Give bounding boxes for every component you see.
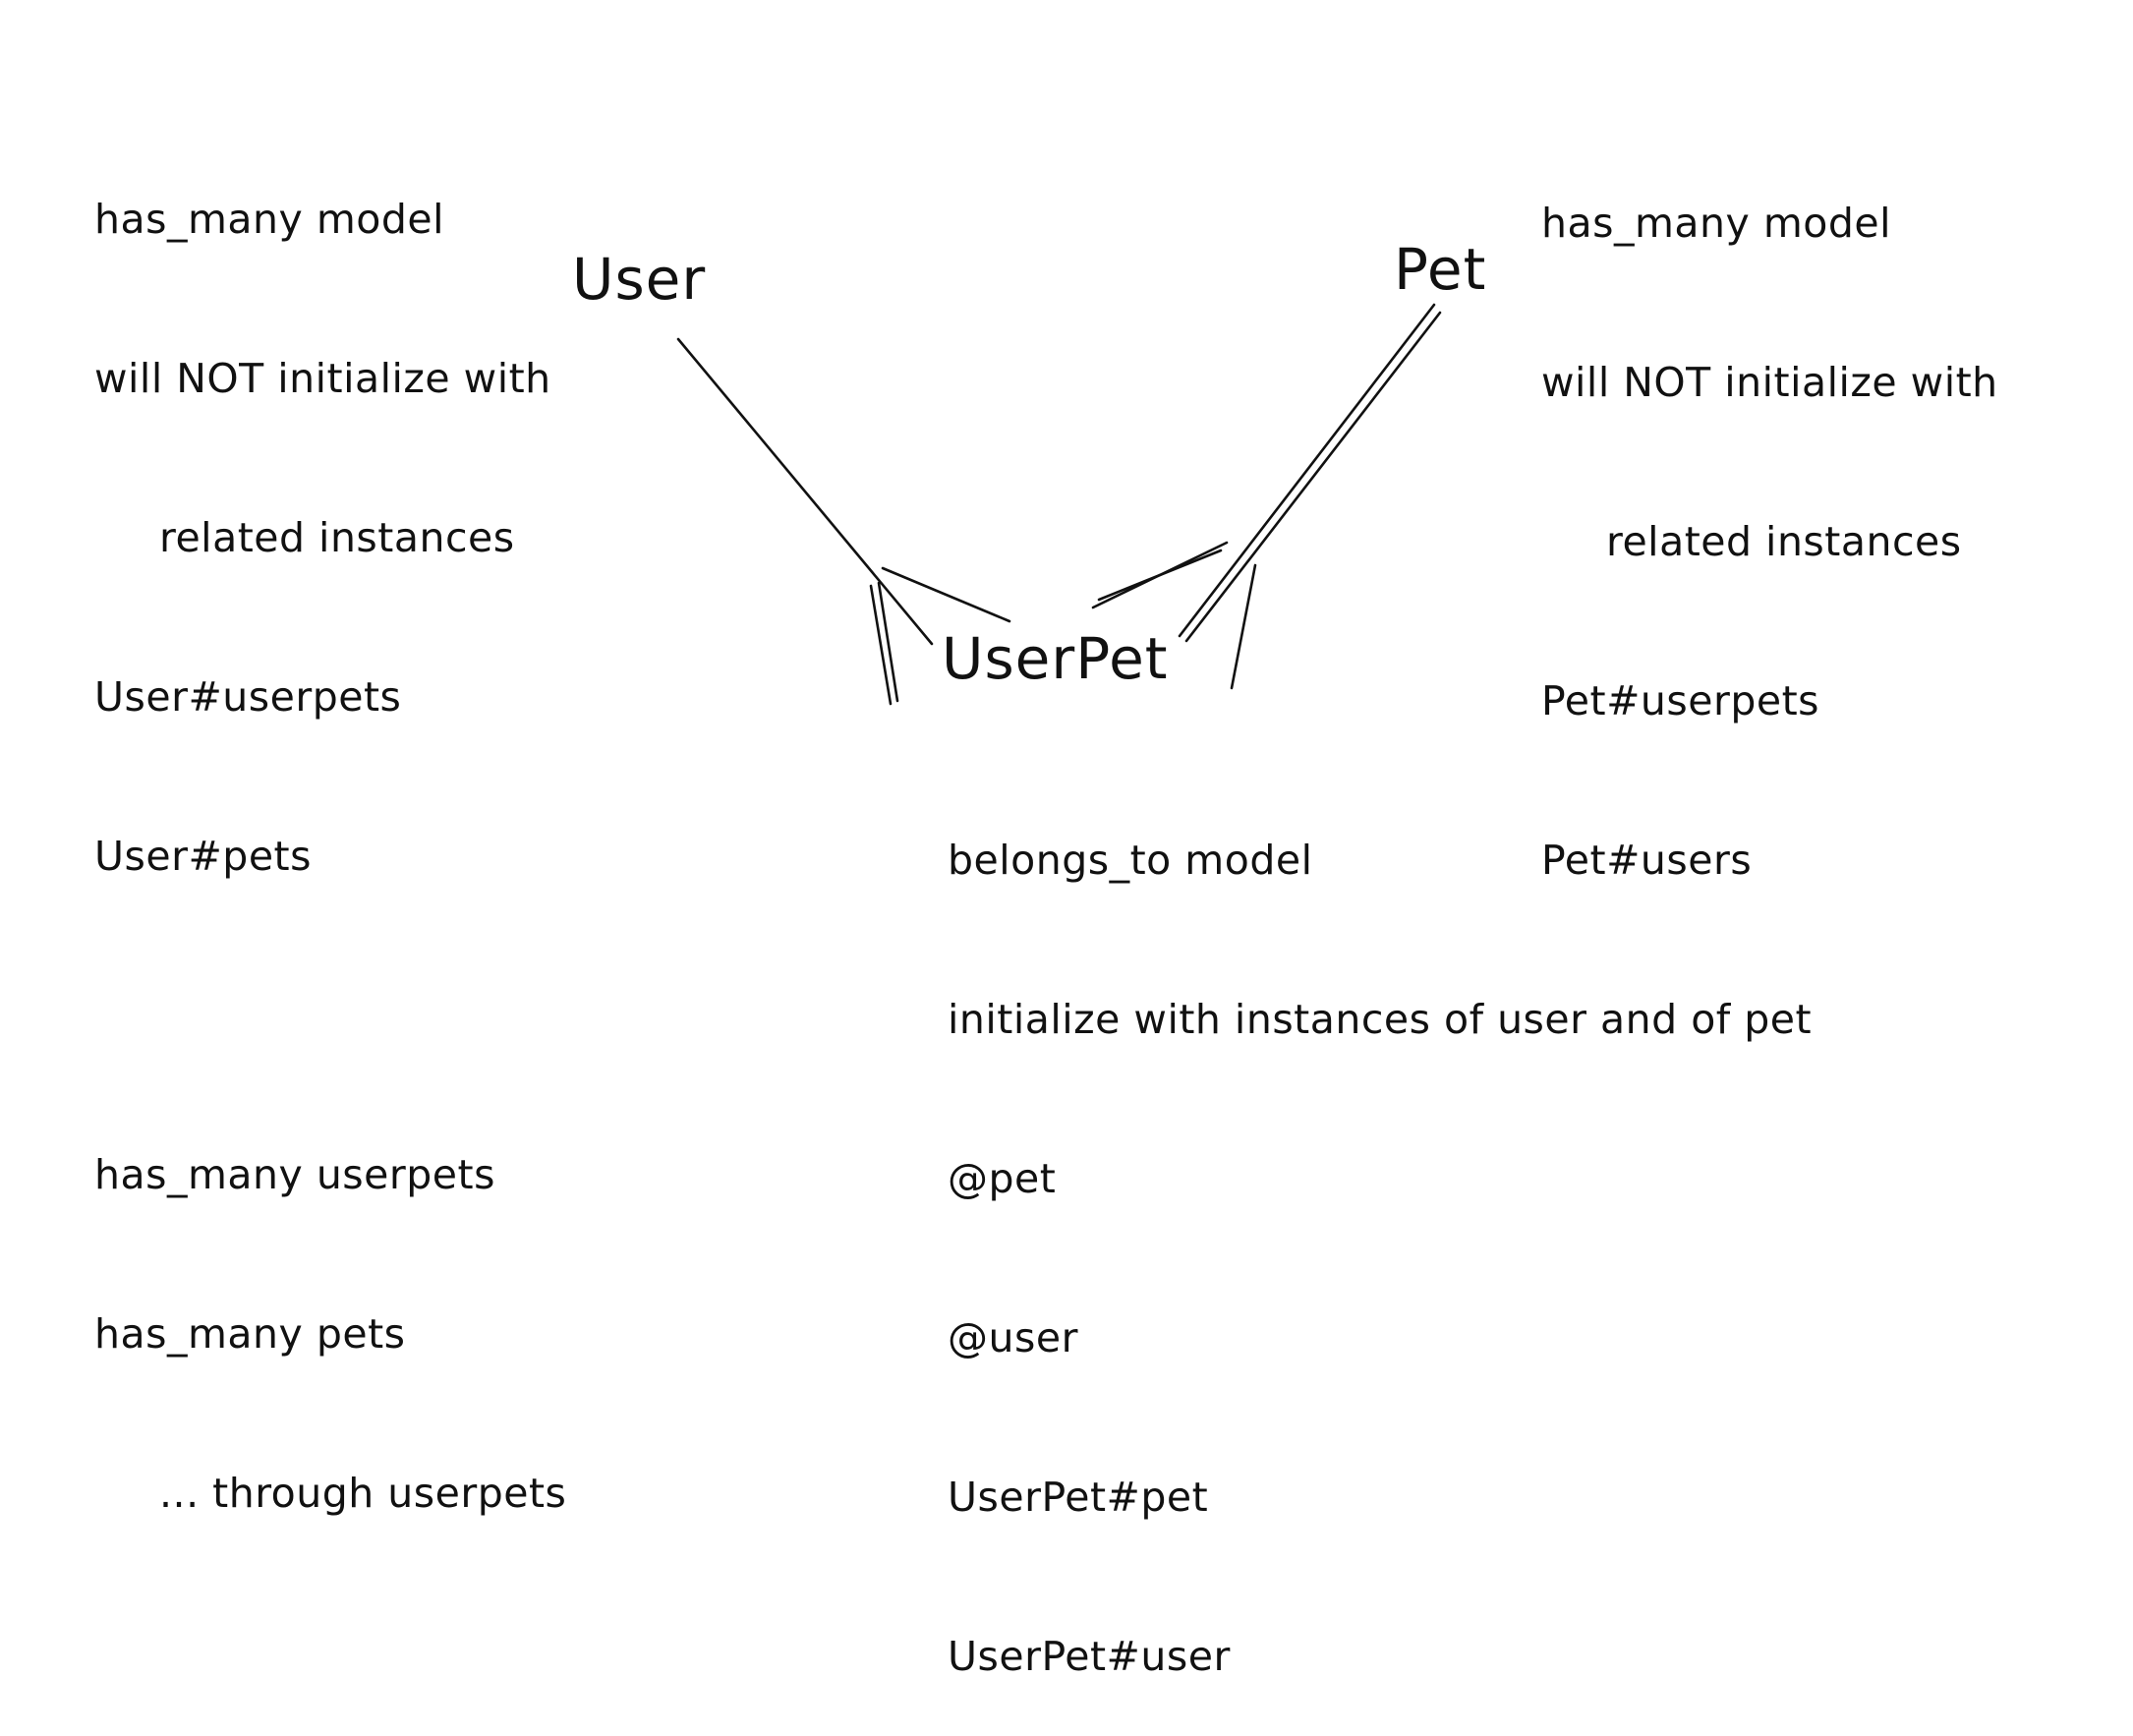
user-note-line: has_many userpets <box>94 1151 495 1198</box>
edge-pet-userpet-foot-c <box>1230 563 1257 690</box>
pet-note-line: has_many model <box>1541 200 1891 247</box>
edge-user-userpet-line <box>676 337 934 646</box>
user-entity-label: User <box>572 246 707 313</box>
edge-user-userpet-foot-b <box>869 584 893 706</box>
user-note-line: User#userpets <box>94 673 402 721</box>
edge-user-userpet <box>676 337 1011 706</box>
edge-user-userpet-foot-c <box>877 581 899 703</box>
user-notes: has_many model will NOT initialize with … <box>94 87 566 1573</box>
pet-note-line: will NOT initialize with <box>1541 359 1998 406</box>
pet-note-line: Pet#userpets <box>1541 677 1820 724</box>
connector-layer <box>676 303 1442 706</box>
userpet-note-line: @user <box>948 1314 1078 1361</box>
userpet-note-line: UserPet#pet <box>948 1474 1209 1521</box>
pet-notes: has_many model will NOT initialize with … <box>1541 90 1998 940</box>
pet-entity-label: Pet <box>1394 236 1487 303</box>
pet-note-line: Pet#users <box>1541 837 1753 884</box>
edge-pet-userpet-foot-b <box>1097 549 1223 602</box>
user-note-line: will NOT initialize with <box>94 355 551 402</box>
user-note-line: has_many model <box>94 196 444 243</box>
userpet-notes: belongs_to model initialize with instanc… <box>948 727 1812 1736</box>
edge-pet-userpet <box>1091 303 1442 690</box>
user-note-line: User#pets <box>94 833 312 880</box>
userpet-note-line: UserPet#user <box>948 1633 1231 1680</box>
edge-pet-userpet-line-b <box>1184 311 1442 643</box>
userpet-note-line: belongs_to model <box>948 837 1313 884</box>
edge-pet-userpet-line-a <box>1178 303 1436 638</box>
edge-user-userpet-foot-a <box>881 566 1011 623</box>
userpet-note-line: initialize with instances of user and of… <box>948 996 1813 1043</box>
pet-note-line: related instances <box>1606 518 1962 565</box>
user-note-line: has_many pets <box>94 1310 406 1358</box>
user-note-line: ... through userpets <box>159 1470 567 1517</box>
user-note-line <box>94 989 566 1042</box>
userpet-note-line: @pet <box>948 1155 1057 1202</box>
userpet-entity-label: UserPet <box>942 625 1169 692</box>
user-note-line: related instances <box>159 514 515 561</box>
